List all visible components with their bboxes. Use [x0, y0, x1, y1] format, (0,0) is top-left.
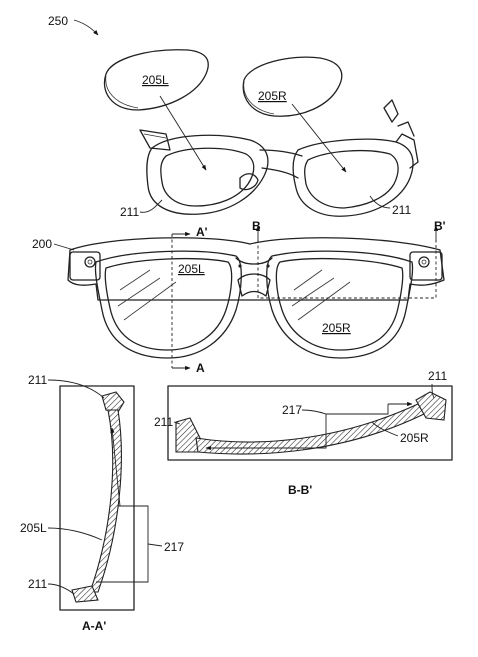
leader-211-bb-left	[173, 421, 181, 425]
lens-left-outline	[103, 49, 209, 111]
lens-left-front	[104, 258, 233, 351]
arrow-250	[73, 19, 99, 36]
front-view: 200 205L 205R A' A	[32, 219, 446, 375]
end-piece-left	[69, 251, 101, 281]
label-211-top-right: 211	[392, 203, 411, 217]
rim-left-outer	[146, 134, 269, 215]
rim-right-inner	[304, 149, 399, 209]
arrow-lens-left-to-rim	[159, 95, 207, 171]
rivet-left	[238, 264, 242, 268]
label-211-aa-bottom: 211	[28, 577, 47, 591]
label-205L-top: 205L	[142, 73, 169, 87]
frame-front-outline	[67, 237, 445, 301]
temple-left-stub	[139, 129, 171, 151]
camera-right	[418, 256, 430, 268]
rim-right-front	[266, 250, 414, 359]
caption-aa: A-A'	[82, 619, 106, 633]
nose-front	[237, 273, 271, 297]
lens-left-edge	[105, 75, 139, 109]
label-211-bb-right: 211	[428, 369, 447, 383]
aa-lens-section	[89, 409, 122, 593]
label-217-bb: 217	[282, 403, 302, 417]
lens-right-edge	[243, 81, 275, 115]
camera-right-lens	[421, 259, 427, 265]
arrow-217-bb-left	[205, 414, 327, 451]
leader-211-top-left	[139, 199, 163, 213]
label-211-top-left: 211	[120, 205, 139, 219]
lens-left-exploded: 205L	[103, 49, 209, 111]
bb-frame-right	[415, 391, 447, 421]
frame-exploded	[139, 99, 419, 217]
reference-250: 250	[48, 14, 99, 36]
lens-right-exploded: 205R	[242, 56, 343, 117]
label-a: A	[196, 361, 205, 375]
bridge-front	[235, 257, 273, 265]
leader-217-aa	[147, 543, 163, 547]
section-bb-box	[167, 385, 453, 461]
caption-bb: B-B'	[288, 483, 312, 497]
rim-left-front	[94, 250, 242, 359]
label-211-bb-left: 211	[154, 415, 173, 429]
leader-211-bb-right	[431, 383, 435, 399]
temple-right-stub	[395, 133, 419, 169]
camera-left-lens	[87, 259, 93, 265]
nose-pad	[239, 173, 259, 191]
bracket-217-bb	[301, 404, 389, 415]
lens-right-front	[275, 258, 404, 351]
label-b: B	[252, 219, 261, 233]
temple-left-detail	[143, 133, 167, 139]
lens-right-reflection	[291, 269, 351, 321]
label-217-aa: 217	[164, 540, 184, 554]
section-bb: 211 211 217 205R B-B'	[154, 369, 453, 497]
exploded-view: 205L 205R	[103, 49, 419, 219]
label-205R-front: 205R	[322, 321, 351, 335]
end-piece-right	[409, 251, 443, 281]
bridge-bottom	[261, 167, 299, 179]
leader-205R-bb	[371, 421, 399, 437]
section-aa: 211 211 205L 217 A-A'	[20, 373, 184, 633]
label-200: 200	[32, 237, 52, 251]
temple-right-hinge	[397, 121, 415, 137]
rivet-right	[266, 264, 270, 268]
arrow-217-aa-up	[110, 427, 121, 507]
label-250: 250	[48, 14, 68, 28]
bb-lens-section	[195, 403, 425, 455]
label-205R-bb: 205R	[400, 431, 429, 445]
bridge-top	[259, 149, 303, 157]
arrow-lens-right-to-rim	[291, 103, 347, 173]
camera-left	[84, 256, 96, 268]
section-line-b	[257, 240, 437, 299]
rim-left-inner	[160, 147, 255, 207]
label-205L-front: 205L	[178, 262, 205, 276]
leader-211-top-right	[369, 195, 391, 209]
label-b-prime: B'	[434, 219, 446, 233]
aa-frame-top	[101, 391, 125, 413]
label-205R-top: 205R	[258, 89, 287, 103]
section-aa-box	[59, 385, 135, 611]
label-205L-aa: 205L	[20, 521, 47, 535]
bb-frame-left	[175, 417, 201, 453]
lens-right-outline	[242, 56, 343, 117]
lens-left-reflection	[117, 269, 177, 321]
label-a-prime: A'	[196, 225, 208, 239]
leader-211-aa-top	[47, 379, 105, 399]
rim-right-outer	[292, 138, 414, 217]
temple-right-tab	[383, 99, 399, 123]
aa-frame-bottom	[71, 585, 99, 603]
leader-200	[53, 243, 75, 251]
label-211-aa-top: 211	[28, 373, 47, 387]
leader-205L-aa	[47, 527, 103, 541]
leader-211-aa-bottom	[47, 583, 75, 595]
